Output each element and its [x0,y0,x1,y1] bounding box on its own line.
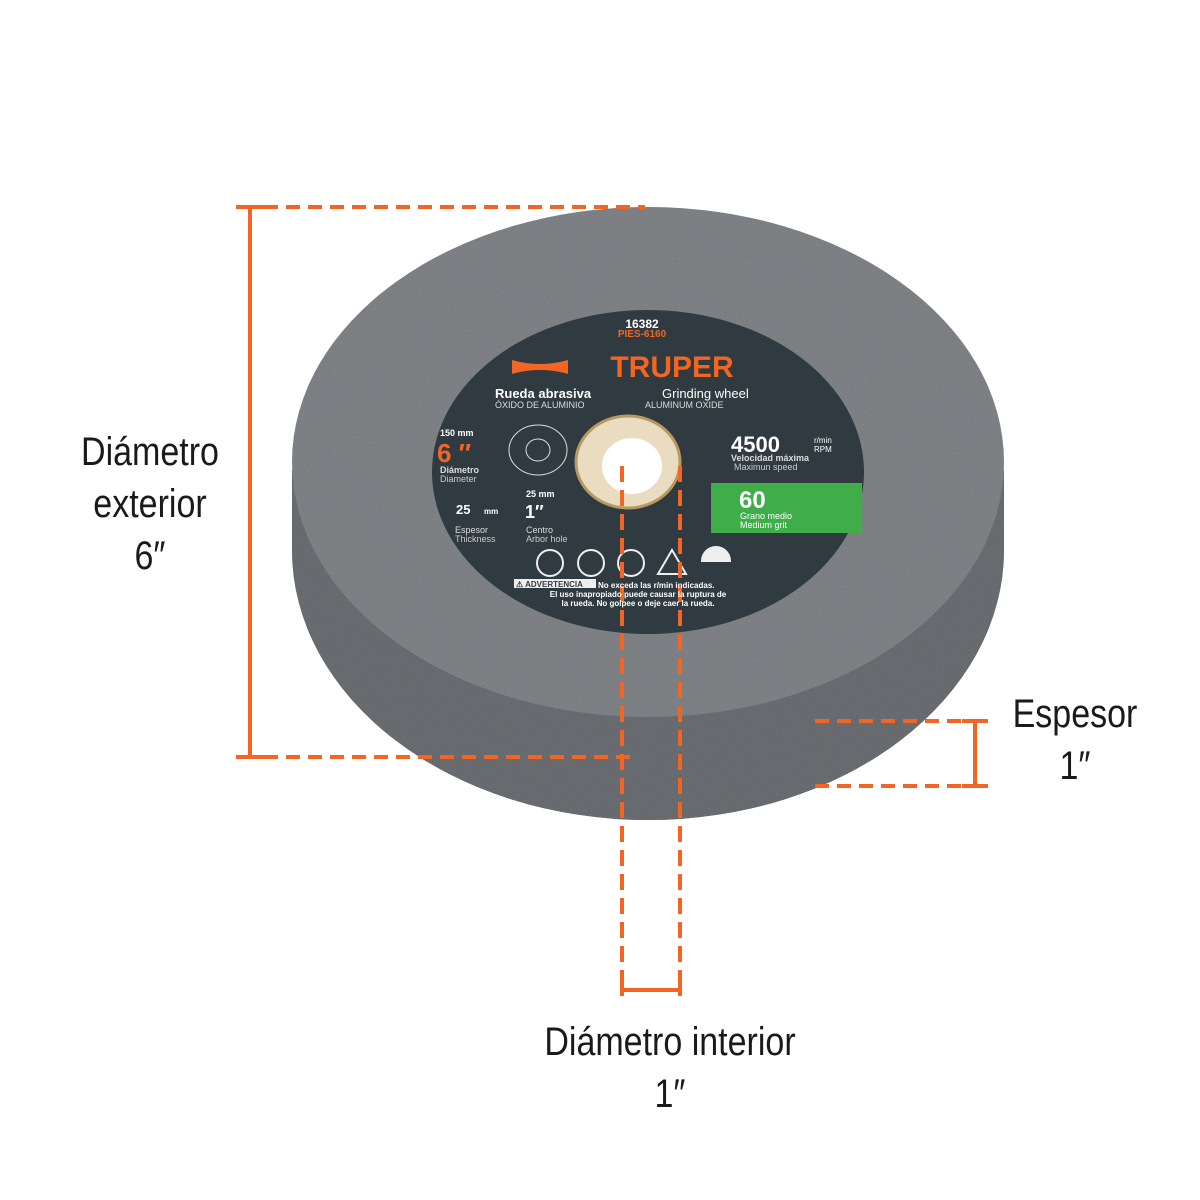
speed-es: Velocidad máxima [731,453,810,463]
thickness-en: Thickness [455,534,496,544]
gloves-icon [536,549,564,577]
inner-diameter-value: 1″ [654,1072,686,1116]
thickness-value: 1″ [1059,744,1091,788]
warning-line-2: El uso inapropiado puede causar la ruptu… [550,590,727,599]
arbor-en: Arbor hole [526,534,568,544]
face-mask-icon [617,549,645,577]
inner-diameter-annotation: Diámetro interior 1″ [500,1016,840,1120]
grit-en: Medium grit [740,520,788,530]
safety-icons [536,546,732,577]
diameter-in: 6 ″ [437,438,471,468]
outer-diameter-label-line2: exterior [93,482,207,526]
truper-logo-icon [512,360,568,374]
material-es: ÓXIDO DE ALUMINIO [495,400,585,410]
warning-line-3: la rueda. No golpee o deje caer la rueda… [562,599,715,608]
arbor-in: 1″ [525,502,544,522]
arbor-hole [602,438,662,494]
thickness-label: Espesor [1012,692,1138,736]
ear-eye-protection-icon [577,549,605,577]
product-model: PIES-6160 [618,329,667,340]
max-speed: 4500 [731,432,780,457]
arbor-mm: 25 mm [526,489,555,499]
arbor-es: Centro [526,525,553,535]
grit-badge [711,483,862,533]
diameter-mm: 150 mm [440,428,474,438]
dimension-lines [236,205,988,996]
thickness-unit: mm [484,507,498,516]
thickness-mm: 25 [456,502,470,517]
diameter-diagram-icon [508,424,568,476]
outer-diameter-value: 6″ [134,534,166,578]
thickness-es: Espesor [455,525,488,535]
product-label [432,310,864,634]
warning-tag: ⚠ ADVERTENCIA [516,580,583,589]
wheel-guard-icon [700,546,732,562]
diameter-en: Diameter [440,474,477,484]
speed-unit-rmin: r/min [814,436,832,445]
material-en: ALUMINUM OXIDE [645,400,724,410]
inner-diameter-label: Diámetro interior [544,1020,796,1064]
thickness-annotation: Espesor 1″ [990,688,1160,792]
diameter-es: Diámetro [440,465,480,475]
warning-line-1: No exceda las r/min indicadas. [598,581,715,590]
outer-diameter-label-line1: Diámetro [81,430,219,474]
outer-diameter-annotation: Diámetro exterior 6″ [57,426,244,582]
speed-unit-rpm: RPM [814,445,832,454]
product-code: 16382 [625,317,659,331]
speed-en: Maximun speed [734,462,798,472]
grit-number: 60 [739,487,766,514]
grit-es: Grano medio [740,511,792,521]
brand-name: TRUPER [610,351,734,384]
product-name-en: Grinding wheel [662,386,749,401]
product-name-es: Rueda abrasiva [495,386,592,401]
